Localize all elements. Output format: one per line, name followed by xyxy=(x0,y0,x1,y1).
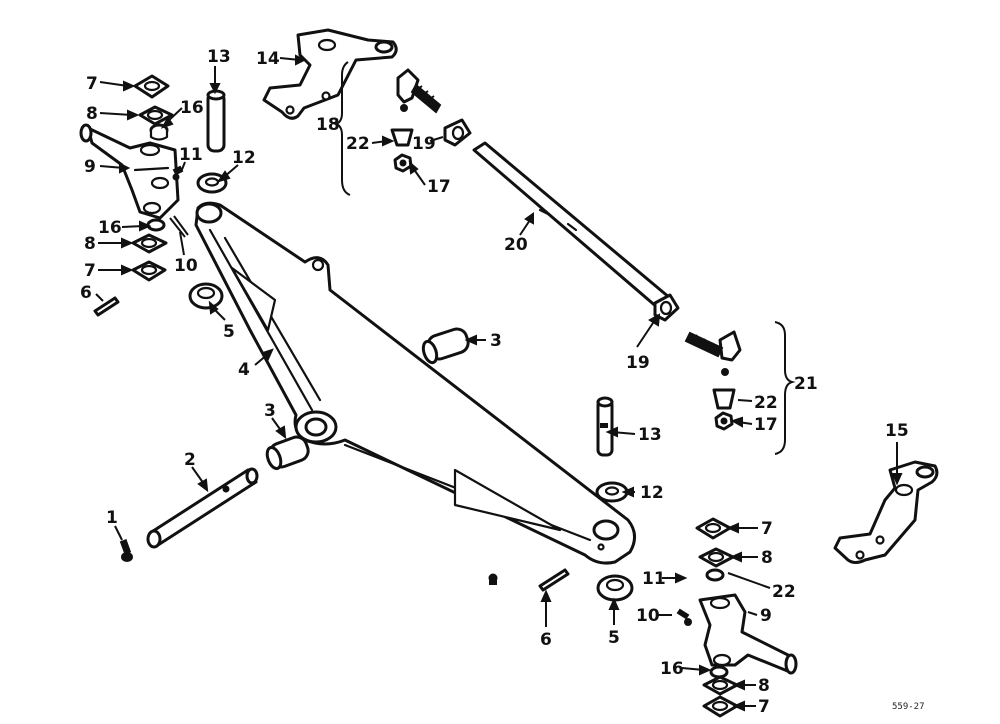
callout-13-left: 13 xyxy=(207,47,231,67)
callout-6-right: 6 xyxy=(540,630,552,650)
tie-rod-clamp-lower xyxy=(653,293,680,322)
callout-21: 21 xyxy=(794,374,818,394)
dust-seal-lower xyxy=(712,388,736,410)
callout-20: 20 xyxy=(504,235,528,255)
axle-beam xyxy=(194,201,636,565)
callout-9-right: 9 xyxy=(760,606,772,626)
callout-8-left-top: 8 xyxy=(86,104,98,124)
king-pin-right xyxy=(596,396,614,457)
callout-3-upper: 3 xyxy=(490,331,502,351)
cap-plate-right-bottom xyxy=(702,695,739,718)
callout-10-right: 10 xyxy=(636,606,660,626)
callout-2: 2 xyxy=(184,450,196,470)
callout-7-left-bottom: 7 xyxy=(84,261,96,281)
callout-8-right-top: 8 xyxy=(761,548,773,568)
callout-16-left-bottom: 16 xyxy=(98,218,122,238)
steering-knuckle-left xyxy=(79,123,180,220)
callout-11-right: 11 xyxy=(642,569,666,589)
bushing-lower xyxy=(265,435,310,471)
callout-14: 14 xyxy=(256,49,280,69)
callout-5-right: 5 xyxy=(608,628,620,648)
dust-seal-upper xyxy=(390,128,414,147)
pivot-pin xyxy=(146,467,259,549)
pin-left xyxy=(93,296,120,317)
callout-22-lower: 22 xyxy=(754,393,778,413)
bushing-right-top xyxy=(705,568,725,582)
gasket-right-bottom xyxy=(702,675,739,696)
tie-rod-clamp-upper xyxy=(443,118,472,147)
callout-6-left: 6 xyxy=(80,283,92,303)
callout-17-upper: 17 xyxy=(427,177,451,197)
cap-plate-left-top xyxy=(133,74,170,99)
bolt-right xyxy=(488,573,498,585)
callout-16-right: 16 xyxy=(660,659,684,679)
gasket-left-top xyxy=(138,105,174,126)
callout-7-right-top: 7 xyxy=(761,519,773,539)
gasket-left-bottom xyxy=(131,233,168,254)
cotter-pin-left xyxy=(169,215,189,238)
pivot-bolt xyxy=(119,539,133,562)
callout-12-right: 12 xyxy=(640,483,664,503)
plate-number: 559-27 xyxy=(892,702,925,712)
callout-22-upper: 22 xyxy=(346,134,370,154)
zerk-fitting-right xyxy=(676,608,692,626)
callout-5-left: 5 xyxy=(223,322,235,342)
callout-7-left-top: 7 xyxy=(86,74,98,94)
thrust-washer-left xyxy=(188,282,224,310)
callout-13-right: 13 xyxy=(638,425,662,445)
callout-12-left: 12 xyxy=(232,148,256,168)
callout-10-left: 10 xyxy=(174,256,198,276)
callout-7-right-bottom: 7 xyxy=(758,697,770,717)
callout-1: 1 xyxy=(106,508,118,528)
callout-labels: 13 14 7 8 16 9 11 12 16 8 10 7 6 5 4 3 3… xyxy=(80,47,909,717)
steering-knuckle-right xyxy=(698,593,798,675)
bushing-upper xyxy=(421,327,470,365)
callout-9-left: 9 xyxy=(84,157,96,177)
gasket-right-top xyxy=(698,547,735,568)
bracket-21 xyxy=(774,321,796,455)
callout-19-upper: 19 xyxy=(412,134,436,154)
callout-8-left-bottom: 8 xyxy=(84,234,96,254)
washer-left xyxy=(196,172,228,194)
thrust-washer-right xyxy=(596,574,634,602)
pin-right xyxy=(538,568,570,592)
steering-arm-left xyxy=(262,28,398,120)
nut-upper xyxy=(393,153,413,173)
callout-15: 15 xyxy=(885,421,909,441)
zerk-fitting-left xyxy=(172,165,184,181)
callout-19-lower: 19 xyxy=(626,353,650,373)
callout-11-left: 11 xyxy=(179,145,203,165)
callout-4: 4 xyxy=(238,360,250,380)
nut-lower xyxy=(714,411,734,431)
cap-plate-right-top xyxy=(695,517,732,540)
callout-22-right: 22 xyxy=(772,582,796,602)
callout-8-right-bottom: 8 xyxy=(758,676,770,696)
bushing-left-bottom xyxy=(146,218,166,232)
callout-18: 18 xyxy=(316,115,340,135)
tie-rod-end-lower xyxy=(684,330,742,376)
callout-17-lower: 17 xyxy=(754,415,778,435)
leader-lines xyxy=(95,54,903,712)
bracket-18 xyxy=(332,61,351,196)
bushing-right-bottom xyxy=(709,665,729,679)
callout-16-left-top: 16 xyxy=(180,98,204,118)
tie-rod-tube xyxy=(472,141,672,310)
callout-3-lower: 3 xyxy=(264,401,276,421)
cap-plate-left-bottom xyxy=(131,260,167,282)
steering-arm-right xyxy=(833,460,939,564)
tie-rod-end-upper xyxy=(396,68,442,114)
king-pin-left xyxy=(206,89,226,153)
